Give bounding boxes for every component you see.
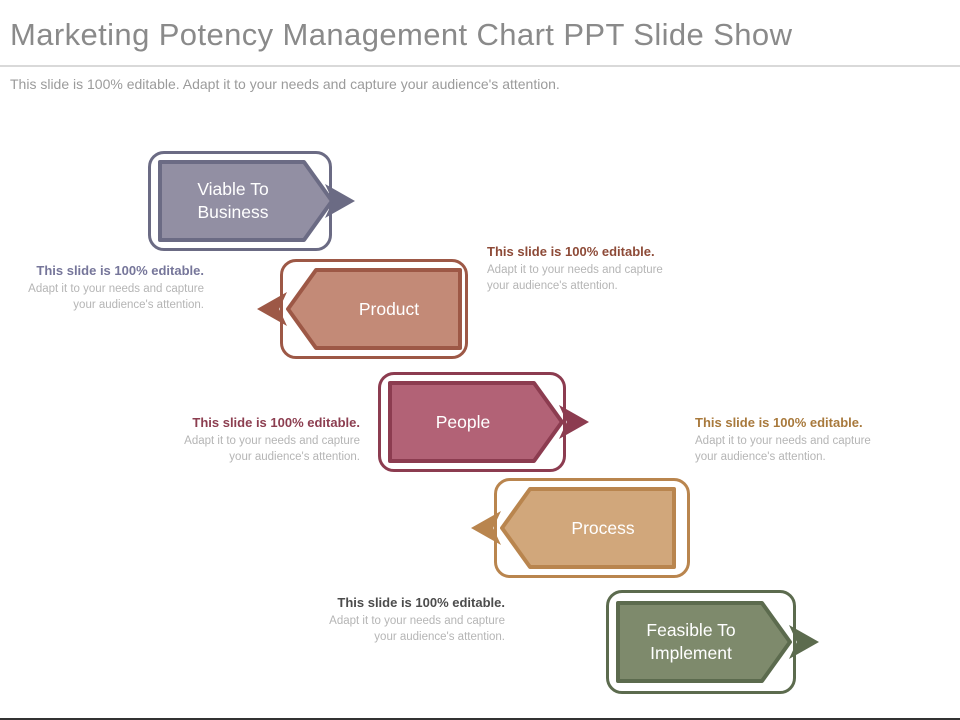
step-label: People bbox=[435, 411, 491, 432]
pentagon-shape bbox=[158, 160, 334, 242]
step-label: Viable To Business bbox=[197, 179, 269, 222]
arrowhead-icon bbox=[471, 511, 501, 545]
step-label: Product bbox=[358, 298, 420, 319]
note-highlight-text: This slide is 100% editable. bbox=[337, 595, 505, 610]
annotation-note: This slide is 100% editable. Adapt it to… bbox=[487, 244, 687, 294]
note-highlight-text: This slide is 100% editable. bbox=[487, 244, 655, 259]
step-product: Product bbox=[257, 259, 468, 359]
step-viable-to-business: Viable To Business bbox=[148, 151, 355, 251]
note-body-text: Adapt it to your needs and capture your … bbox=[28, 283, 204, 312]
annotation-note: This slide is 100% editable. Adapt it to… bbox=[166, 415, 360, 465]
note-body-text: Adapt it to your needs and capture your … bbox=[695, 435, 871, 464]
note-body-text: Adapt it to your needs and capture your … bbox=[487, 264, 663, 293]
annotation-note: This slide is 100% editable. Adapt it to… bbox=[695, 415, 889, 465]
pentagon-shape bbox=[286, 268, 462, 350]
arrowhead-icon bbox=[257, 292, 287, 326]
slide-subtitle: This slide is 100% editable. Adapt it to… bbox=[10, 76, 560, 92]
annotation-note: This slide is 100% editable. Adapt it to… bbox=[10, 263, 204, 313]
note-highlight-text: This slide is 100% editable. bbox=[695, 415, 863, 430]
note-body-text: Adapt it to your needs and capture your … bbox=[329, 615, 505, 644]
note-highlight-text: This slide is 100% editable. bbox=[192, 415, 360, 430]
step-process: Process bbox=[471, 478, 690, 578]
step-label: Feasible To Implement bbox=[646, 620, 736, 663]
pentagon-shape bbox=[388, 381, 564, 463]
note-highlight-text: This slide is 100% editable. bbox=[36, 263, 204, 278]
title-divider bbox=[0, 65, 960, 67]
page-title: Marketing Potency Management Chart PPT S… bbox=[10, 17, 793, 52]
arrowhead-icon bbox=[789, 625, 819, 659]
slide-bottom-border bbox=[0, 718, 960, 720]
step-feasible-to-implement: Feasible To Implement bbox=[606, 590, 819, 694]
step-people: People bbox=[378, 372, 589, 472]
pentagon-shape bbox=[616, 601, 792, 683]
note-body-text: Adapt it to your needs and capture your … bbox=[184, 435, 360, 464]
pentagon-shape bbox=[500, 487, 676, 569]
step-label: Process bbox=[571, 517, 635, 538]
annotation-note: This slide is 100% editable. Adapt it to… bbox=[311, 595, 505, 645]
